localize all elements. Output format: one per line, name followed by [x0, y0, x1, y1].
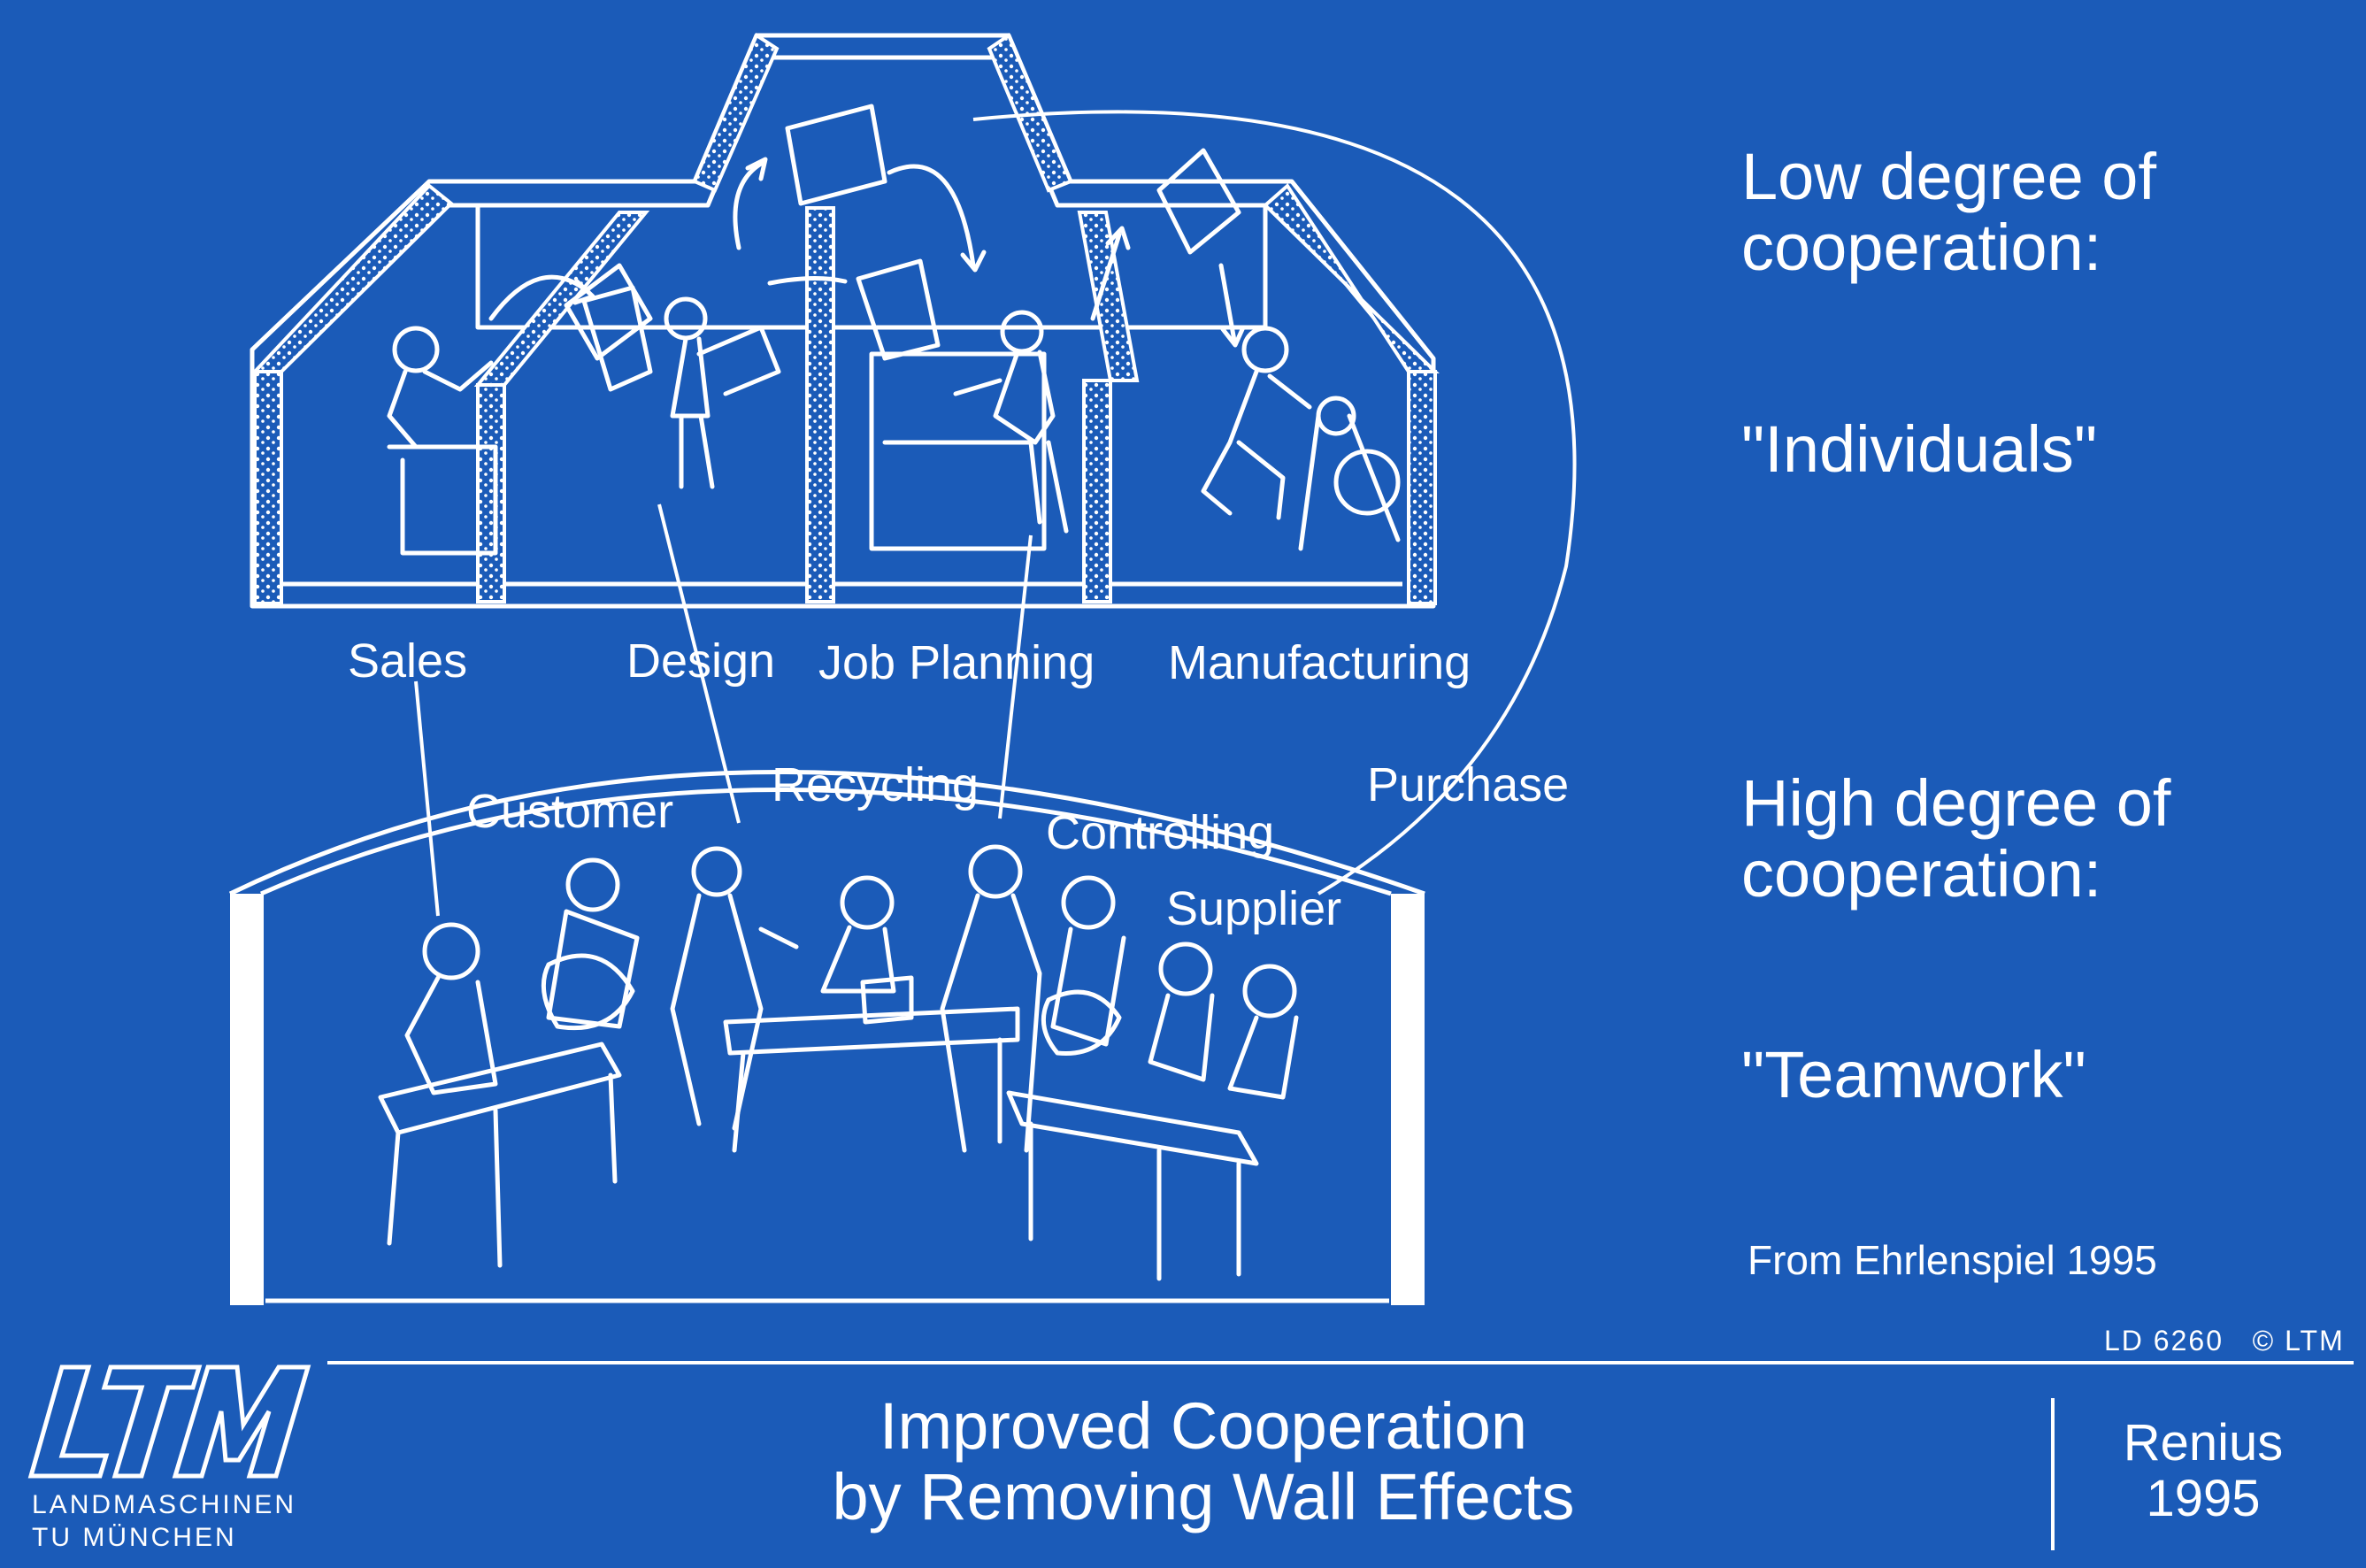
low-cooperation-heading: Low degree of cooperation:	[1741, 140, 2157, 284]
team-sketch	[378, 844, 1299, 1281]
label-sales: Sales	[348, 634, 468, 688]
label-recycling: Recycling	[772, 758, 979, 811]
team-room-walls	[230, 894, 1425, 1305]
slide-title: Improved Cooperation by Removing Wall Ef…	[832, 1389, 1575, 1533]
label-controlling: Controlling	[1046, 806, 1275, 859]
slide-code: LD 6260 © LTM	[2104, 1325, 2345, 1357]
department-sketches	[387, 104, 1401, 556]
team-room	[228, 770, 1425, 1303]
logo-line-1: LANDMASCHINEN	[32, 1490, 297, 1519]
high-cooperation-quote: "Teamwork"	[1741, 1038, 2086, 1111]
leader-lines	[414, 503, 1033, 917]
low-cooperation-quote: "Individuals"	[1741, 412, 2098, 486]
ltm-logo	[27, 1364, 311, 1479]
high-cooperation-heading: High degree of cooperation:	[1741, 766, 2171, 911]
label-design: Design	[626, 634, 776, 688]
footer-rules	[327, 1361, 2354, 1550]
label-manufacturing: Manufacturing	[1168, 636, 1471, 689]
label-customer: Customer	[466, 785, 674, 838]
label-supplier: Supplier	[1166, 882, 1342, 935]
partition-walls	[250, 32, 1440, 605]
source-citation: From Ehrlenspiel 1995	[1748, 1237, 2157, 1283]
connector-curve	[972, 110, 1577, 895]
label-job-planning: Job Planning	[818, 636, 1095, 689]
label-purchase: Purchase	[1367, 758, 1570, 811]
logo-line-2: TU MÜNCHEN	[32, 1523, 237, 1552]
author-year: Renius 1995	[2123, 1414, 2284, 1527]
